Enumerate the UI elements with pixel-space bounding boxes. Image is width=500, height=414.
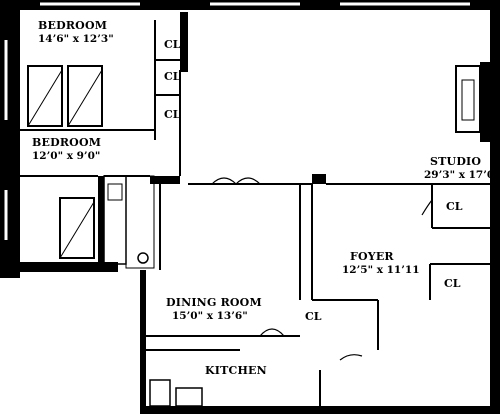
- foyer-label: FOYER 12’5" x 11’11: [342, 250, 420, 276]
- kitchen-name: KITCHEN: [205, 364, 267, 377]
- studio-label: STUDIO 29’3" x 17’0": [424, 155, 500, 181]
- closet-label-5: CL: [444, 277, 461, 290]
- foyer-name: FOYER: [350, 250, 394, 263]
- studio-name: STUDIO: [430, 155, 482, 168]
- bedroom-2-name: BEDROOM: [32, 136, 102, 149]
- foyer-dims: 12’5" x 11’11: [342, 263, 420, 276]
- dining-room-label: DINING ROOM 15’0" x 13’6": [166, 296, 262, 322]
- closet-label-3: CL: [164, 108, 181, 121]
- kitchen-label: KITCHEN: [205, 364, 267, 378]
- dining-room-name: DINING ROOM: [166, 296, 262, 309]
- bedroom-1-label: BEDROOM 14’6" x 12’3": [38, 19, 114, 45]
- bedroom-1-name: BEDROOM: [38, 19, 108, 32]
- dining-room-dims: 15’0" x 13’6": [172, 309, 248, 322]
- closet-label-1: CL: [164, 38, 181, 51]
- closet-label-4: CL: [446, 200, 463, 213]
- bedroom-1-dims: 14’6" x 12’3": [38, 32, 114, 45]
- closet-label-2: CL: [164, 70, 181, 83]
- bedroom-2-label: BEDROOM 12’0" x 9’0": [32, 136, 102, 162]
- studio-dims: 29’3" x 17’0": [424, 168, 500, 181]
- closet-label-6: CL: [305, 310, 322, 323]
- bedroom-2-dims: 12’0" x 9’0": [32, 149, 101, 162]
- interior-lines: [4, 2, 490, 407]
